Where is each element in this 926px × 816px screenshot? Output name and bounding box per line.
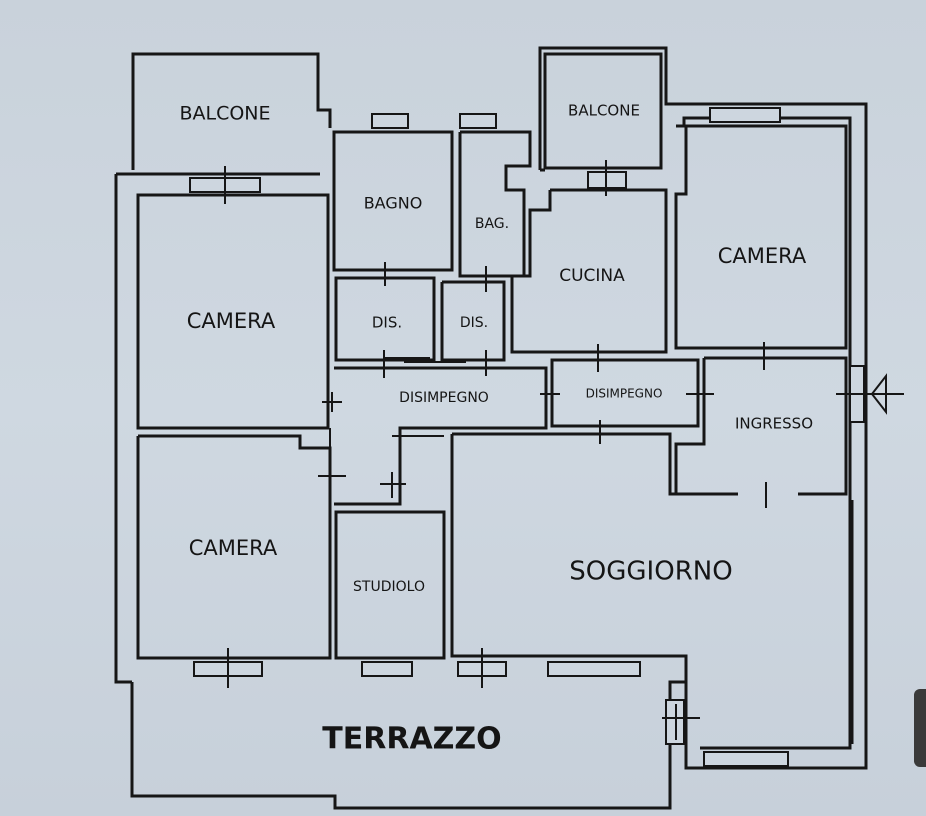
- label-balcone-left: BALCONE: [179, 103, 270, 125]
- window-bagno: [371, 113, 409, 129]
- label-balcone-right: BALCONE: [568, 102, 640, 120]
- label-soggiorno: SOGGIORNO: [569, 557, 732, 587]
- windows: [189, 107, 865, 767]
- label-dis-2: DIS.: [460, 315, 488, 331]
- label-camera-top-right: CAMERA: [718, 244, 807, 268]
- label-dis-1: DIS.: [372, 314, 402, 332]
- side-panel-handle[interactable]: [914, 689, 926, 767]
- window-studiolo: [361, 661, 413, 677]
- entrance-arrow-icon: [870, 373, 887, 415]
- label-camera-top-left: CAMERA: [187, 309, 276, 333]
- label-ingresso: INGRESSO: [735, 415, 813, 433]
- label-disimpegno-main: DISIMPEGNO: [399, 390, 489, 406]
- window-camera-top-right: [709, 107, 781, 123]
- inner-walls: [136, 52, 854, 744]
- label-camera-bottom-left: CAMERA: [189, 536, 278, 560]
- label-bag: BAG.: [475, 216, 509, 232]
- label-disimpegno-right: DISIMPEGNO: [586, 387, 663, 401]
- window-bag: [459, 113, 497, 129]
- label-studiolo: STUDIOLO: [353, 579, 425, 595]
- label-terrazzo: TERRAZZO: [322, 722, 501, 757]
- window-soggiorno-3: [703, 751, 789, 767]
- outer-walls: [114, 46, 868, 810]
- label-bagno: BAGNO: [364, 194, 423, 213]
- window-soggiorno-2: [547, 661, 641, 677]
- label-cucina: CUCINA: [559, 266, 625, 286]
- door-marks: [224, 160, 904, 740]
